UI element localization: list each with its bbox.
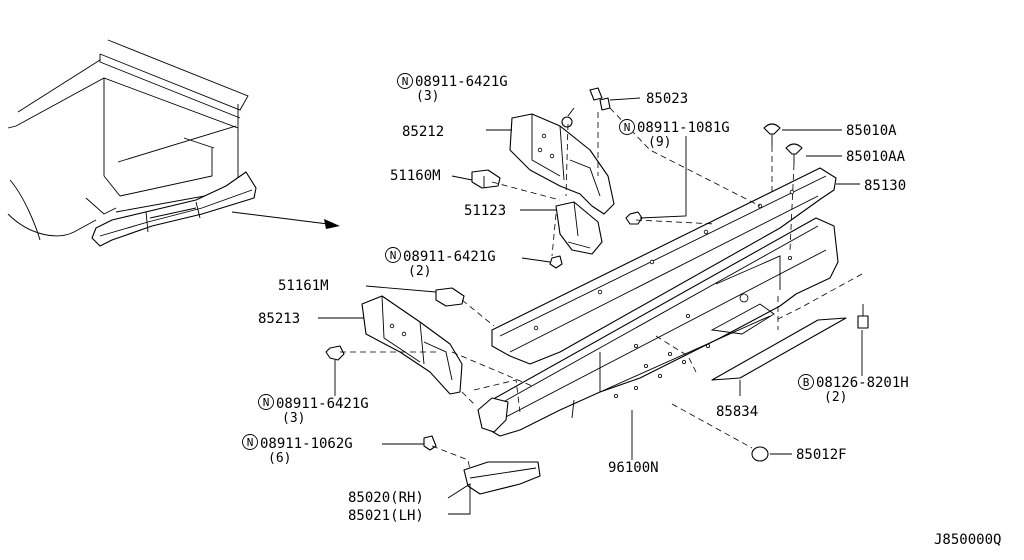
- part-number-96100N: 96100N: [608, 460, 659, 476]
- part-number-51123: 51123: [464, 203, 506, 219]
- callout-labels: N 08911-6421G (3) 85023 85212 N 08911-10…: [242, 73, 1001, 548]
- part-quantity: (9): [648, 135, 671, 150]
- nut-icon: [625, 211, 643, 225]
- callout-08911-6421G-upper: N 08911-6421G (3): [397, 73, 508, 104]
- part-number: 08911-1062G: [260, 436, 353, 452]
- b-symbol-icon: [798, 374, 814, 390]
- direction-arrow: [231, 211, 340, 229]
- bracket-51123: [555, 201, 603, 255]
- clip-51161M: [435, 287, 465, 307]
- part-number-85213: 85213: [258, 311, 300, 327]
- part-number: 08911-6421G: [276, 396, 369, 412]
- n-symbol-icon: [258, 394, 274, 410]
- bracket-85213: [361, 295, 463, 395]
- n-symbol-icon: [242, 434, 258, 450]
- bracket-85212: [509, 113, 615, 215]
- clip-icon: [785, 143, 803, 155]
- fastener-parts: [325, 87, 869, 462]
- callout-08911-1062G: N 08911-1062G (6): [242, 434, 353, 466]
- part-number-85021-lh: 85021(LH): [348, 508, 424, 524]
- part-number-85010AA: 85010AA: [846, 149, 906, 165]
- part-symbol: N: [247, 436, 254, 449]
- nut-icon: [549, 255, 563, 269]
- plug-icon: [751, 446, 769, 462]
- clip-51160M: [471, 169, 501, 189]
- part-number: 08911-6421G: [415, 74, 508, 90]
- part-number: 08911-6421G: [403, 249, 496, 265]
- part-number-85023: 85023: [646, 91, 688, 107]
- nut-icon: [325, 345, 345, 361]
- part-number-51160M: 51160M: [390, 168, 441, 184]
- part-number: 08911-1081G: [637, 120, 730, 136]
- n-symbol-icon: [397, 73, 413, 89]
- callout-08911-6421G-middle: N 08911-6421G (2): [385, 247, 496, 279]
- bolt-icon: [857, 315, 869, 329]
- n-symbol-icon: [619, 119, 635, 135]
- part-number-85130: 85130: [864, 178, 906, 194]
- alignment-lines: [340, 107, 863, 471]
- part-quantity: (3): [282, 411, 305, 426]
- part-number-85020-rh: 85020(RH): [348, 490, 424, 506]
- part-number-85010A: 85010A: [846, 123, 897, 139]
- clip-icon: [763, 123, 781, 135]
- nut-icon: [561, 116, 573, 128]
- leader-lines: [318, 97, 863, 515]
- part-symbol: B: [803, 376, 810, 389]
- callout-08911-1081G: N 08911-1081G (9): [619, 119, 730, 150]
- part-symbol: N: [263, 396, 270, 409]
- bolt-icon: [599, 97, 611, 111]
- part-symbol: N: [390, 249, 397, 262]
- part-number-51161M: 51161M: [278, 278, 329, 294]
- nut-icon: [423, 435, 437, 451]
- part-symbol: N: [402, 75, 409, 88]
- part-symbol: N: [624, 121, 631, 134]
- callout-08911-6421G-lower: N 08911-6421G (3): [258, 394, 369, 426]
- bolt-icon: [589, 87, 603, 101]
- part-quantity: (2): [408, 264, 431, 279]
- part-number-85012F: 85012F: [796, 447, 847, 463]
- part-number-85212: 85212: [402, 124, 444, 140]
- part-quantity: (6): [268, 451, 291, 466]
- part-quantity: (2): [824, 390, 847, 405]
- rear-bumper-assembly: [477, 167, 847, 437]
- part-quantity: (3): [416, 89, 439, 104]
- vehicle-overview: [7, 39, 257, 247]
- part-number: 08126-8201H: [816, 375, 909, 391]
- corner-piece-85020: [463, 461, 541, 495]
- part-number-85834: 85834: [716, 404, 758, 420]
- n-symbol-icon: [385, 247, 401, 263]
- diagram-code: J850000Q: [934, 532, 1001, 548]
- callout-08126-8201H: B 08126-8201H (2): [798, 374, 909, 405]
